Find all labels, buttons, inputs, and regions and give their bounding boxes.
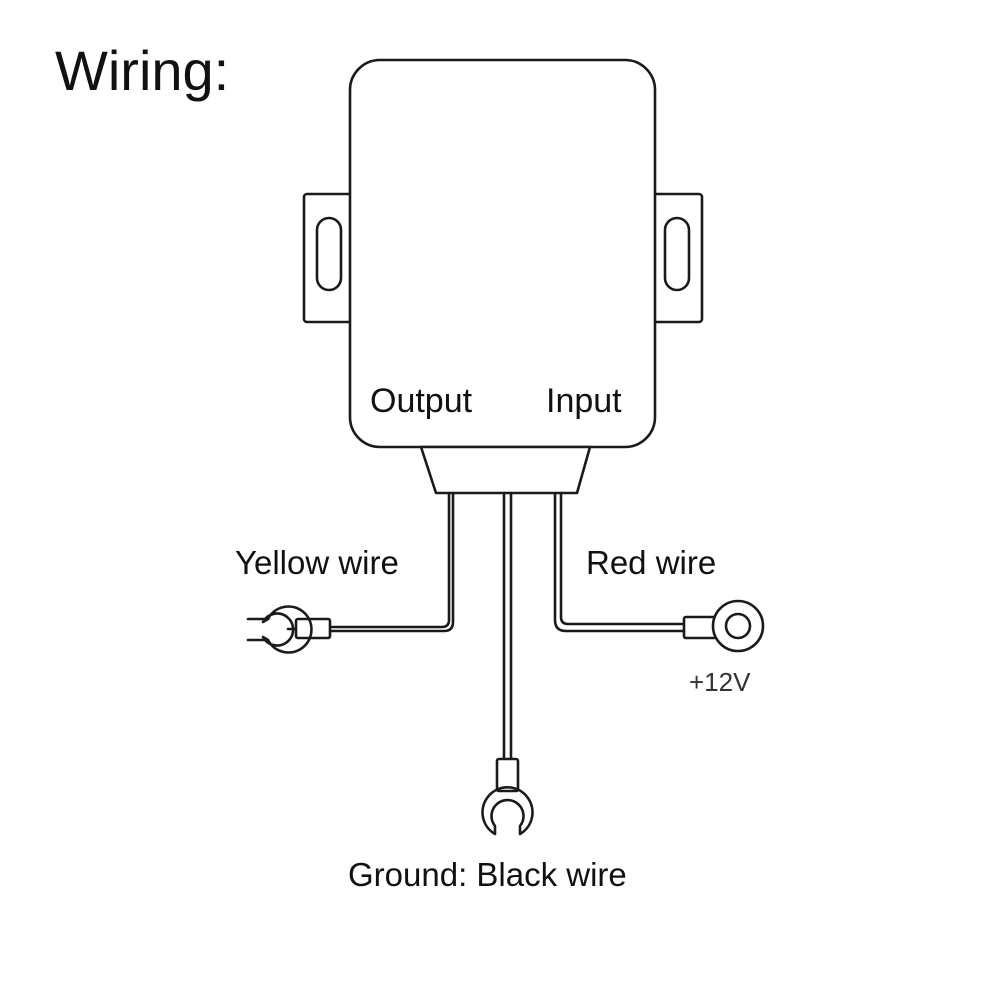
output-label: Output bbox=[370, 382, 473, 420]
input-label: Input bbox=[546, 382, 622, 420]
ground-fork-terminal-icon bbox=[481, 757, 534, 836]
red-wire-ring-terminal-icon bbox=[682, 599, 765, 653]
right-mounting-ear bbox=[650, 192, 704, 324]
yellow-wire-label: Yellow wire bbox=[235, 544, 399, 581]
red-wire bbox=[553, 491, 688, 633]
diagram-title: Wiring: bbox=[55, 39, 229, 102]
yellow-wire-fork-terminal-icon bbox=[246, 605, 332, 654]
yellow-wire bbox=[328, 491, 455, 633]
black-ground-wire bbox=[502, 491, 513, 762]
left-mounting-ear bbox=[302, 192, 354, 324]
red-wire-label: Red wire bbox=[586, 544, 716, 581]
voltage-label: +12V bbox=[689, 667, 751, 697]
cable-boot bbox=[419, 445, 592, 495]
ground-wire-label: Ground: Black wire bbox=[348, 856, 627, 893]
